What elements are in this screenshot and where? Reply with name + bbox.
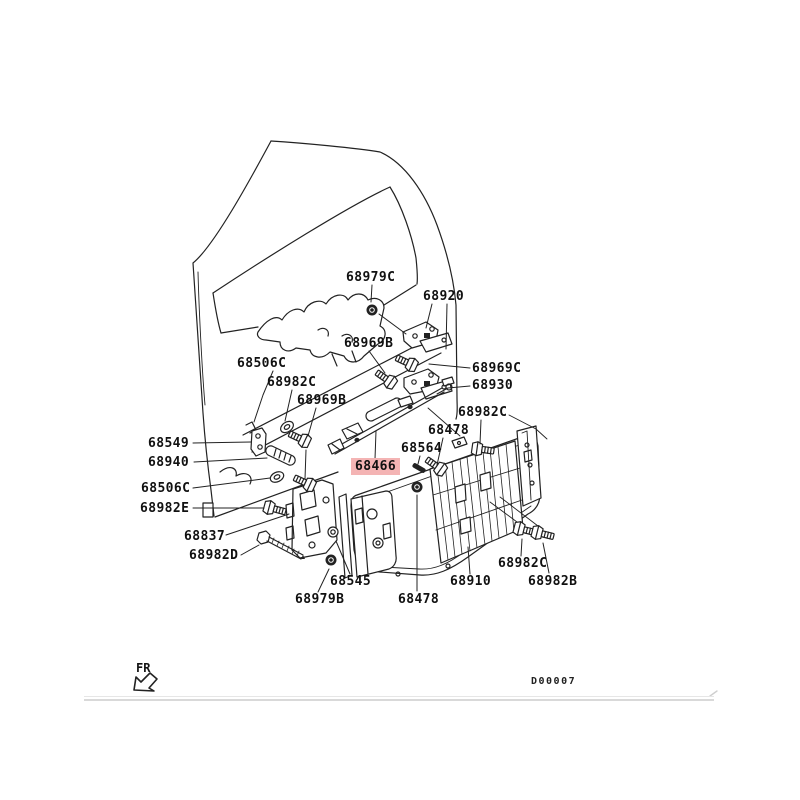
part-label-68940[interactable]: 68940 bbox=[148, 455, 190, 470]
screw-68982d bbox=[256, 530, 305, 560]
part-label-68969C[interactable]: 68969C bbox=[472, 361, 522, 376]
latch-box-center bbox=[338, 490, 397, 579]
diagram-code: D00007 bbox=[531, 676, 577, 687]
part-label-68982D[interactable]: 68982D bbox=[189, 548, 239, 563]
part-label-68478[interactable]: 68478 bbox=[398, 592, 440, 607]
part-label-68982C[interactable]: 68982C bbox=[267, 375, 317, 390]
part-label-68920[interactable]: 68920 bbox=[423, 289, 465, 304]
nut-68979b bbox=[324, 553, 338, 567]
clip-68564 bbox=[411, 461, 427, 475]
bolt-68969c bbox=[392, 350, 420, 374]
part-label-68969B[interactable]: 68969B bbox=[297, 393, 347, 408]
page-bottom-divider bbox=[84, 696, 714, 702]
handle-68940 bbox=[265, 445, 296, 466]
trim-panel-68910 bbox=[429, 440, 524, 564]
bolt-68982b bbox=[529, 523, 556, 545]
fr-orientation-label: FR bbox=[136, 661, 151, 675]
direction-lines bbox=[427, 407, 548, 527]
inner-panel-sketch bbox=[256, 293, 386, 363]
part-label-68466-selected[interactable]: 68466 bbox=[351, 458, 401, 475]
fasteners bbox=[245, 303, 556, 567]
bracket-68549 bbox=[250, 427, 267, 457]
part-label-68982B[interactable]: 68982B bbox=[528, 574, 578, 589]
part-label-68837[interactable]: 68837 bbox=[184, 529, 226, 544]
right-end-bracket bbox=[516, 425, 542, 507]
part-label-68969B[interactable]: 68969B bbox=[344, 336, 394, 351]
part-label-68478[interactable]: 68478 bbox=[428, 423, 470, 438]
part-label-68982E[interactable]: 68982E bbox=[140, 501, 190, 516]
part-label-68982C[interactable]: 68982C bbox=[498, 556, 548, 571]
part-label-68506C[interactable]: 68506C bbox=[141, 481, 191, 496]
leader-lines bbox=[192, 284, 550, 593]
nut-68478-bottom bbox=[410, 480, 424, 494]
rule-end-tick bbox=[709, 690, 718, 697]
part-label-68982C[interactable]: 68982C bbox=[458, 405, 508, 420]
part-label-68506C[interactable]: 68506C bbox=[237, 356, 287, 371]
grommet-68506c bbox=[268, 469, 286, 485]
support-rod-68466 bbox=[327, 376, 455, 455]
fr-direction-arrow bbox=[133, 672, 158, 692]
part-label-68564[interactable]: 68564 bbox=[401, 441, 443, 456]
part-label-68545[interactable]: 68545 bbox=[330, 574, 372, 589]
nut-68979c bbox=[365, 303, 379, 317]
ring-68545 bbox=[327, 526, 339, 538]
part-label-68910[interactable]: 68910 bbox=[450, 574, 492, 589]
part-label-68979C[interactable]: 68979C bbox=[346, 270, 396, 285]
lock-assembly-68837 bbox=[285, 479, 338, 559]
part-label-68979B[interactable]: 68979B bbox=[295, 592, 345, 607]
part-label-68930[interactable]: 68930 bbox=[472, 378, 514, 393]
hinge-upper-68920 bbox=[402, 321, 453, 353]
part-label-68549[interactable]: 68549 bbox=[148, 436, 190, 451]
